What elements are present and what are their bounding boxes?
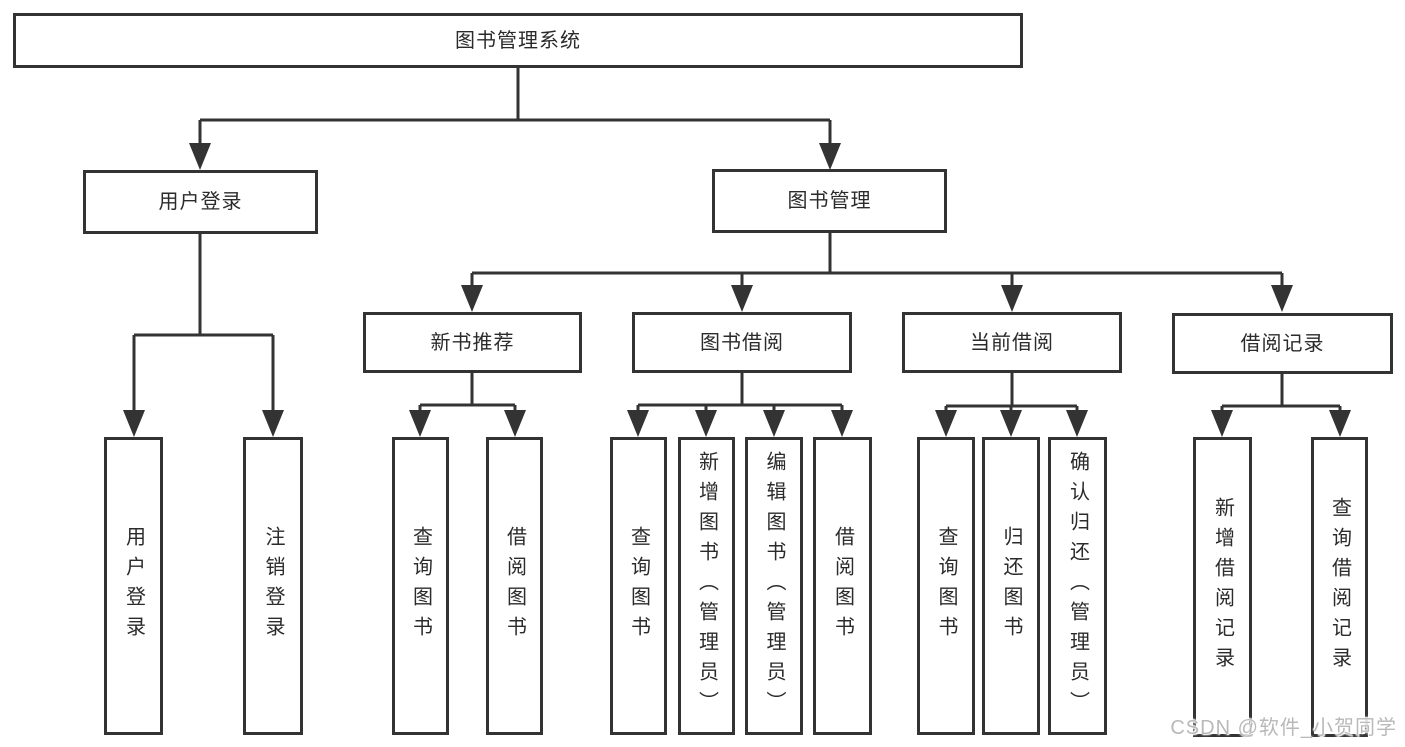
node-current-borrowing: 当前借阅 bbox=[902, 312, 1122, 373]
node-label-book-management: 图书管理 bbox=[787, 190, 872, 212]
node-add-borrow-record: 新增借阅记录 bbox=[1193, 437, 1252, 737]
node-query-books-borrowing: 查询图书 bbox=[610, 437, 667, 735]
node-borrowing-records: 借阅记录 bbox=[1172, 313, 1393, 374]
node-confirm-return-admin: 确认归还（管理员） bbox=[1048, 437, 1107, 735]
node-label-borrow-books: 借阅图书 bbox=[831, 526, 854, 646]
node-label-new-book-recommend: 新书推荐 bbox=[430, 331, 515, 354]
node-book-borrowing: 图书借阅 bbox=[632, 312, 852, 373]
node-label-query-books-current: 查询图书 bbox=[935, 526, 957, 646]
node-label-add-books-admin: 新增图书（管理员） bbox=[695, 451, 718, 721]
node-library-system: 图书管理系统 bbox=[13, 13, 1023, 68]
node-query-borrow-record: 查询借阅记录 bbox=[1311, 437, 1368, 737]
node-label-return-books: 归还图书 bbox=[1000, 526, 1022, 646]
node-return-books: 归还图书 bbox=[982, 437, 1040, 735]
node-edit-books-admin: 编辑图书（管理员） bbox=[745, 437, 803, 735]
node-label-current-borrowing: 当前借阅 bbox=[970, 331, 1054, 354]
node-label-query-books-borrowing: 查询图书 bbox=[627, 526, 650, 646]
node-login-user: 用户登录 bbox=[104, 437, 163, 735]
node-label-login-user: 用户登录 bbox=[122, 526, 145, 646]
node-add-books-admin: 新增图书（管理员） bbox=[678, 437, 735, 735]
node-label-edit-books-admin: 编辑图书（管理员） bbox=[763, 451, 785, 721]
node-logout: 注销登录 bbox=[243, 437, 303, 735]
node-borrow-books: 借阅图书 bbox=[813, 437, 872, 735]
node-label-borrow-books-recommend: 借阅图书 bbox=[503, 526, 526, 646]
watermark-text: CSDN @软件_小贺同学 bbox=[1170, 717, 1397, 739]
node-borrow-books-recommend: 借阅图书 bbox=[486, 437, 543, 735]
node-label-borrowing-records: 借阅记录 bbox=[1240, 332, 1325, 355]
node-label-user-login: 用户登录 bbox=[158, 191, 243, 213]
node-query-books-current: 查询图书 bbox=[917, 437, 975, 735]
node-label-add-borrow-record: 新增借阅记录 bbox=[1211, 497, 1234, 677]
node-label-query-books-recommend: 查询图书 bbox=[409, 526, 432, 646]
node-user-login: 用户登录 bbox=[83, 170, 318, 234]
node-new-book-recommend: 新书推荐 bbox=[363, 312, 582, 373]
node-query-books-recommend: 查询图书 bbox=[392, 437, 449, 735]
connector-arrowheads bbox=[123, 143, 1351, 437]
node-label-book-borrowing: 图书借阅 bbox=[700, 331, 784, 354]
node-label-query-borrow-record: 查询借阅记录 bbox=[1328, 497, 1351, 677]
node-label-logout: 注销登录 bbox=[262, 526, 284, 646]
node-label-confirm-return-admin: 确认归还（管理员） bbox=[1066, 451, 1089, 721]
node-book-management: 图书管理 bbox=[712, 169, 947, 233]
node-label-library-system: 图书管理系统 bbox=[455, 29, 581, 52]
